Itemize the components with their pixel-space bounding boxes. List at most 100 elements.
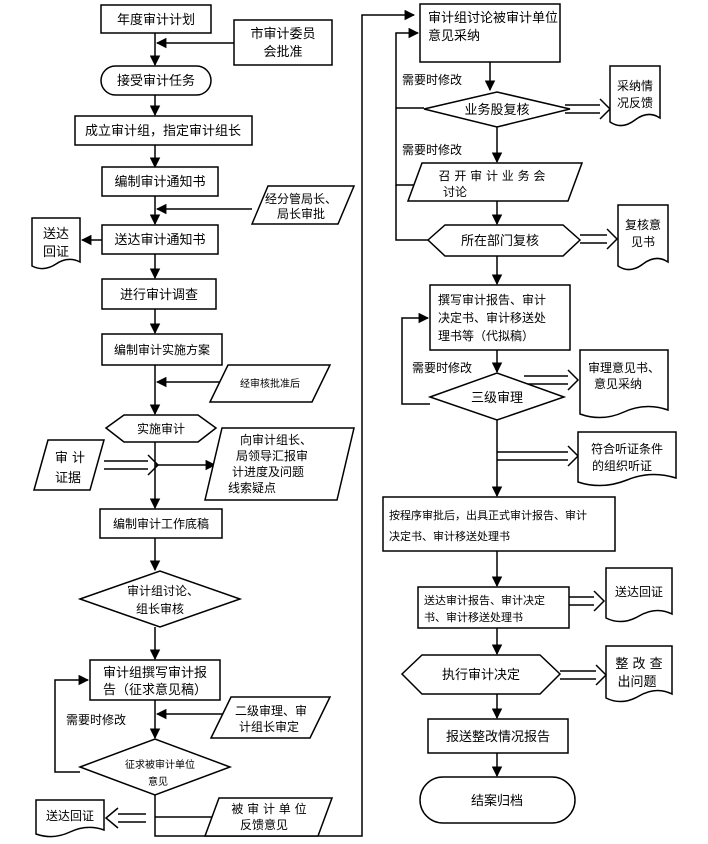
node-label: 意见采纳	[594, 376, 642, 391]
node-label: 况反馈	[617, 96, 653, 110]
node-label: 撰写审计报告、审计	[438, 292, 546, 307]
node-label: 经审核批准后	[240, 377, 300, 390]
node-label: 成立审计组，指定审计组长	[85, 124, 241, 139]
node-solicit-opinion: 征求被审计单位 意见	[77, 738, 233, 796]
node-label: 线索疑点	[228, 480, 276, 495]
node-official-report: 按程序审批后，出具正式审计报告、审计 决定书、审计移送处理书	[382, 496, 616, 552]
node-label: 送达审计通知书	[114, 232, 205, 248]
node-close-archive: 结案归档	[419, 776, 576, 824]
node-committee-approval: 市审计委员 会批准	[233, 19, 333, 66]
node-label: 进行审计调查	[120, 288, 198, 303]
node-report-leader: 向审计组长、 局领导汇报审 计进度及问题 线索疑点	[204, 427, 355, 501]
connector	[524, 369, 580, 391]
node-annual-plan: 年度审计计划	[100, 4, 212, 34]
node-label: 审计组撰写审计报	[103, 666, 207, 681]
connector	[560, 664, 608, 686]
node-label: 实施审计	[137, 421, 185, 436]
connector	[395, 27, 424, 109]
modify-label-left: 需要时修改	[66, 712, 126, 727]
node-label: 审计组讨论被审计单位	[428, 11, 558, 26]
connector	[580, 228, 619, 250]
node-label: 编制审计工作底稿	[113, 516, 209, 531]
modify-label-3: 需要时修改	[412, 360, 472, 375]
node-business-review: 业务股复核	[423, 91, 571, 128]
node-form-group: 成立审计组，指定审计组长	[74, 115, 253, 146]
node-trial-opinion: 审理意见书、 意见采纳	[579, 349, 669, 419]
node-label: 执行审计决定	[442, 668, 520, 683]
node-label: 审计组讨论、	[127, 583, 199, 598]
node-label: 经分管局长、	[265, 191, 337, 206]
node-label: 讨论	[443, 185, 467, 199]
node-label: 符合听证条件	[591, 441, 663, 456]
node-approved: 经审核批准后	[208, 364, 332, 403]
node-draft-report: 审计组撰写审计报 告（征求意见稿）	[89, 659, 221, 701]
node-label: 编制审计实施方案	[114, 342, 210, 357]
node-label: 送达	[43, 227, 69, 242]
node-third-review: 三级审理	[427, 372, 567, 421]
node-receipt-bottom: 送达回证	[35, 799, 105, 838]
node-label: 计组长审定	[239, 719, 299, 734]
node-label: 复核意	[625, 217, 661, 232]
node-discuss-feedback: 审计组讨论被审计单位 意见采纳	[419, 3, 561, 63]
modify-label-1: 需要时修改	[402, 72, 462, 87]
node-label: 三级审理	[471, 391, 523, 406]
node-label: 征求被审计单位	[125, 758, 195, 771]
connector	[497, 445, 580, 467]
node-business-meeting: 召 开 审 计 业 务 会 讨论	[406, 162, 584, 202]
node-label: 组长审核	[136, 601, 184, 616]
node-label: 局长审批	[277, 206, 325, 221]
node-label: 送达回证	[615, 584, 663, 599]
node-label: 回证	[43, 245, 69, 260]
connector	[154, 9, 416, 837]
node-label: 局领导汇报审	[236, 448, 308, 463]
node-dept-review: 所在部门复核	[426, 224, 582, 257]
node-investigate: 进行审计调查	[101, 278, 217, 310]
node-label: 市审计委员	[250, 26, 315, 42]
node-label: 计进度及问题	[232, 464, 304, 479]
node-label: 编制审计通知书	[114, 174, 205, 190]
node-label: 出问题	[617, 675, 656, 690]
connector	[104, 807, 146, 829]
node-label: 意见	[148, 775, 168, 788]
node-second-review: 二级审理、审 计组长审定	[209, 696, 332, 739]
node-rectify: 整 改 查 出问题	[605, 645, 673, 703]
node-receipt-left: 送达 回证	[31, 217, 81, 270]
node-label: 召 开 审 计 业 务 会	[439, 168, 546, 183]
node-deliver-report: 送达审计报告、审计决定 书、审计移送处理书	[417, 586, 570, 629]
left-connectors	[54, 9, 416, 837]
node-label: 见书	[631, 235, 655, 249]
node-label: 结案归档	[471, 794, 523, 809]
node-label: 被 审 计 单 位	[231, 801, 306, 816]
node-label: 会批准	[263, 45, 302, 60]
node-label: 所在部门复核	[461, 234, 539, 249]
node-execute: 执行审计决定	[400, 654, 562, 695]
node-label: 书、审计移送处理书	[424, 610, 523, 624]
node-label: 年度审计计划	[117, 12, 195, 28]
node-label: 的组织听证	[592, 458, 652, 473]
node-label: 审 计	[55, 451, 85, 466]
connector	[569, 590, 606, 612]
node-label: 送达回证	[46, 808, 94, 823]
node-label: 整 改 查	[615, 657, 662, 672]
node-director-approval: 经分管局长、 局长审批	[250, 185, 356, 225]
node-working-papers: 编制审计工作底稿	[99, 508, 223, 539]
node-label: 反馈意见	[240, 817, 288, 832]
node-label: 告（征求意见稿）	[103, 682, 207, 698]
node-compile-notice: 编制审计通知书	[101, 166, 219, 197]
node-evidence: 审 计 证据	[33, 439, 105, 491]
connector	[401, 312, 430, 405]
node-label: 二级审理、审	[235, 703, 307, 718]
node-label: 意见采纳	[428, 28, 480, 44]
node-group-discuss: 审计组讨论、 组长审核	[77, 570, 243, 628]
node-label: 报送整改情况报告	[446, 730, 550, 745]
node-label: 理书等（代拟稿）	[438, 328, 534, 343]
node-label: 按程序审批后，出具正式审计报告、审计	[389, 508, 587, 522]
connector	[565, 98, 612, 120]
node-compile-plan: 编制审计实施方案	[101, 333, 223, 366]
node-label: 业务股复核	[464, 102, 529, 118]
node-label: 审理意见书、	[588, 360, 660, 375]
node-label: 接受审计任务	[117, 73, 195, 89]
node-write-report: 撰写审计报告、审计 决定书、审计移送处 理书等（代拟稿）	[429, 284, 571, 351]
connector	[54, 674, 90, 773]
